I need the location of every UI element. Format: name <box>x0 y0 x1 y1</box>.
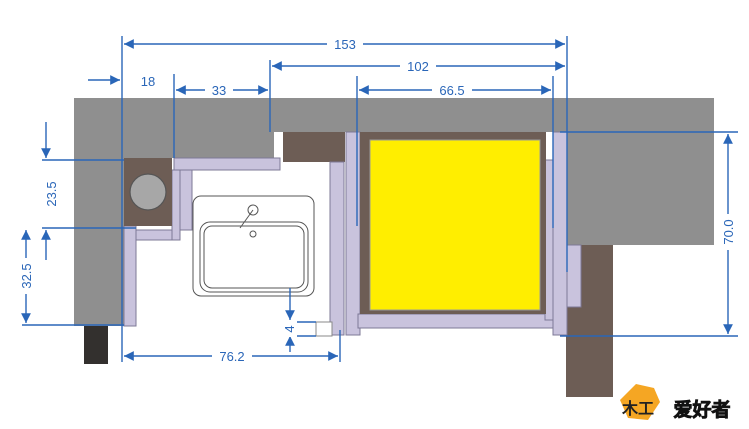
dim-left-post: 18 <box>141 74 155 89</box>
drain-box <box>315 321 333 337</box>
dim-upper-depth: 23.5 <box>44 181 59 206</box>
dim-gap: 4 <box>282 325 297 332</box>
dim-sink-offset: 33 <box>212 83 226 98</box>
brand-logo: 木工 爱好者 <box>620 384 731 421</box>
cabinet-panels <box>123 131 582 336</box>
sink <box>192 195 315 297</box>
dim-height: 70.0 <box>721 219 736 244</box>
dim-appliance-width: 66.5 <box>439 83 464 98</box>
logo-text: 爱好者 <box>673 398 730 421</box>
dim-lower-depth: 32.5 <box>19 263 34 288</box>
dim-right-span: 102 <box>407 59 429 74</box>
vent-circle-icon <box>129 173 167 211</box>
wall-structure <box>74 98 714 326</box>
appliance <box>369 139 541 311</box>
dim-sink-width: 76.2 <box>219 349 244 364</box>
dim-overall-width: 153 <box>334 37 356 52</box>
logo-prefix: 木工 <box>621 399 654 418</box>
